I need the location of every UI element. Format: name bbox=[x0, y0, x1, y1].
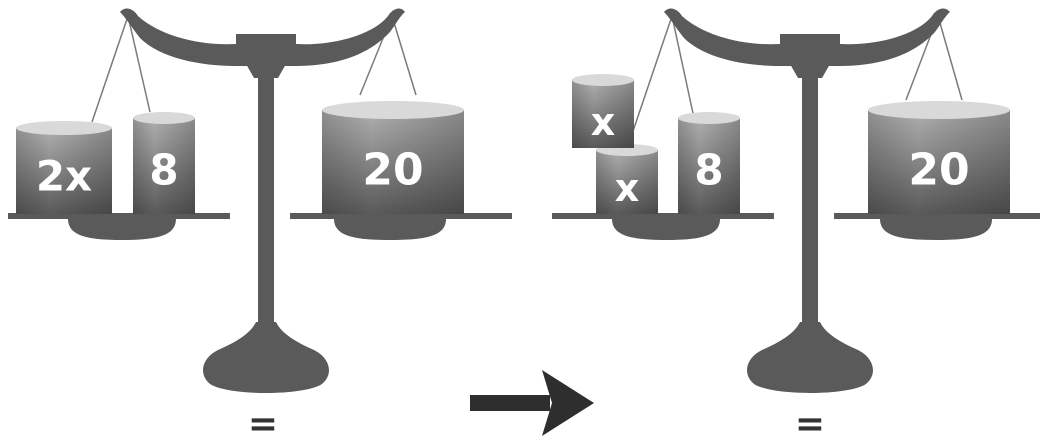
left-scale-post-cap bbox=[246, 64, 286, 78]
right-scale-left-platform bbox=[552, 213, 774, 219]
weight-20: 20 bbox=[868, 101, 1010, 214]
right-balance-scale: x x 8 20 = bbox=[552, 8, 1040, 445]
right-scale-left-bowl bbox=[612, 219, 720, 240]
weight-8: 8 bbox=[133, 112, 195, 214]
left-scale-beam bbox=[120, 8, 405, 66]
left-scale-base bbox=[203, 322, 329, 393]
weight-x-upper: x bbox=[572, 74, 634, 148]
right-scale-base bbox=[747, 322, 873, 393]
weight-label: 20 bbox=[362, 145, 423, 196]
right-scale-right-bowl bbox=[880, 219, 992, 240]
weight-label: 20 bbox=[908, 145, 969, 196]
weight-label: 8 bbox=[149, 146, 178, 195]
weight-x-lower: x bbox=[596, 144, 658, 214]
balance-equals-sign: = bbox=[248, 404, 278, 445]
left-scale-left-bowl bbox=[68, 219, 176, 240]
left-scale-post bbox=[258, 64, 274, 326]
weight-20: 20 bbox=[322, 101, 464, 214]
right-scale-right-platform bbox=[834, 213, 1040, 219]
weight-label: x bbox=[591, 100, 616, 144]
weight-label: 8 bbox=[694, 146, 723, 195]
left-scale-right-platform bbox=[290, 213, 512, 219]
left-scale-right-bowl bbox=[334, 219, 446, 240]
left-balance-scale: 2x 8 20 = bbox=[8, 8, 512, 445]
weight-label: 2x bbox=[36, 152, 92, 201]
balance-equals-sign: = bbox=[795, 404, 825, 445]
right-scale-post bbox=[802, 64, 818, 326]
left-scale-left-platform bbox=[8, 213, 230, 219]
right-arrow-icon bbox=[470, 370, 594, 436]
weight-label: x bbox=[615, 166, 640, 210]
weight-2x: 2x bbox=[16, 121, 112, 214]
weight-8: 8 bbox=[678, 112, 740, 214]
right-scale-beam bbox=[664, 8, 950, 66]
right-scale-post-cap bbox=[790, 64, 830, 78]
